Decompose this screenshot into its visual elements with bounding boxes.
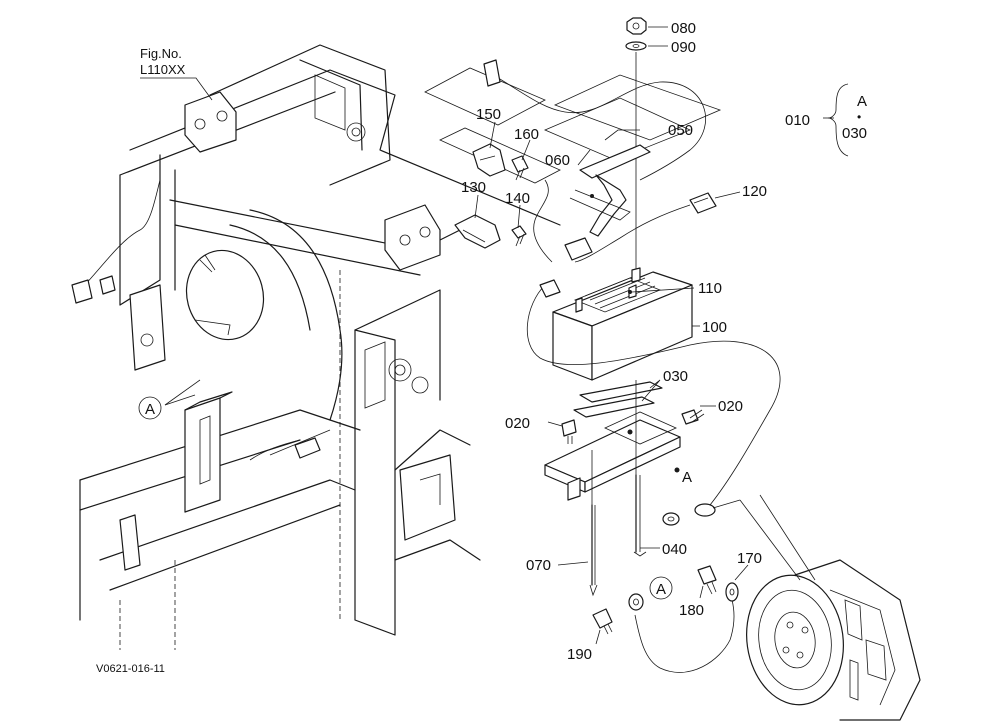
callout-110: 110 (698, 280, 722, 297)
callout-090: 090 (671, 39, 696, 56)
part-120-connector (689, 192, 717, 214)
ground-cable-terminal (628, 593, 644, 611)
part-140-bolt (511, 225, 527, 247)
callout-060: 060 (545, 152, 570, 169)
callout-040: 040 (662, 541, 687, 558)
callout-050: 050 (668, 122, 693, 139)
fig-no-label: Fig.No. (140, 46, 182, 61)
group-ref-letter: A (857, 93, 867, 110)
callout-labels: 080 090 050 060 150 160 130 140 120 110 … (461, 20, 767, 663)
part-130-bracket (454, 214, 501, 249)
drawing-code: V0621-016-11 (96, 663, 165, 675)
part-110-terminal (628, 287, 695, 294)
callout-120: 120 (742, 183, 767, 200)
callout-100: 100 (702, 319, 727, 336)
callout-150: 150 (476, 106, 501, 123)
part-040-rod (633, 474, 647, 557)
group-reference: 010 A • 030 (785, 83, 867, 157)
view-marker-a-bottom-text: A (656, 581, 666, 598)
group-ref-sub: 030 (842, 125, 867, 142)
callout-030: 030 (663, 368, 688, 385)
group-ref-code: 010 (785, 112, 810, 129)
callout-leaders (474, 26, 749, 645)
callout-170: 170 (737, 550, 762, 567)
part-020-bolt-right (681, 409, 705, 425)
part-100-battery (552, 267, 693, 381)
callout-020-right: 020 (718, 398, 743, 415)
view-marker-a-left-text: A (145, 401, 155, 418)
part-050-hold-down-frame (569, 144, 651, 237)
fig-no-value: L110XX (140, 62, 186, 77)
engine-flywheel-housing (739, 494, 921, 721)
group-ref-dot: • (857, 110, 861, 124)
part-170-ring-terminal (725, 582, 739, 602)
part-030-pads (573, 381, 663, 418)
view-marker-a-left: A (138, 396, 162, 420)
callout-160: 160 (514, 126, 539, 143)
battery-cable-harness (483, 59, 781, 673)
part-ring-terminal-upper (694, 499, 741, 517)
part-160-bolt (511, 155, 529, 181)
figure-number: Fig.No. L110XX (140, 46, 213, 101)
callout-130: 130 (461, 179, 486, 196)
tractor-frame (71, 44, 561, 650)
view-marker-a-bottom: A (649, 576, 673, 600)
callout-070: 070 (526, 557, 551, 574)
callout-020-left: 020 (505, 415, 530, 432)
part-180-bolt (697, 565, 717, 595)
part-020-bolt-left (561, 419, 577, 444)
part-070-rod (589, 504, 598, 597)
callout-180: 180 (679, 602, 704, 619)
callout-080: 080 (671, 20, 696, 37)
callout-190: 190 (567, 646, 592, 663)
part-150-bracket (472, 143, 506, 177)
callout-140: 140 (505, 190, 530, 207)
part-190-bolt (592, 608, 613, 635)
battery-tray (544, 411, 681, 501)
part-080-nut (626, 17, 647, 35)
plate-point-a-label: A (682, 469, 692, 486)
part-090-washer (625, 41, 647, 51)
part-washer-upper (662, 512, 680, 526)
